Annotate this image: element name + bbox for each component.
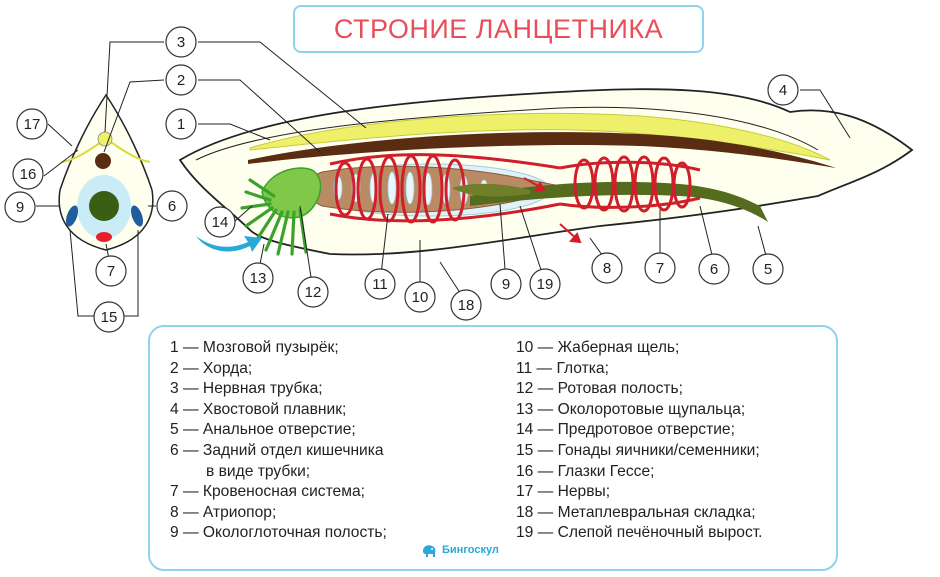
legend-item: 18 — Метаплевральная складка; <box>516 503 756 521</box>
marker-9: 9 <box>490 268 522 300</box>
legend-item: в виде трубки; <box>206 462 311 480</box>
legend-column-left: 1 — Мозговой пузырёк; 2 — Хорда; 3 — Нер… <box>170 338 500 544</box>
marker-15: 15 <box>93 301 125 333</box>
legend-item: 17 — Нервы; <box>516 483 611 501</box>
legend-item: 3 — Нервная трубка; <box>170 380 323 398</box>
svg-text:19: 19 <box>537 276 554 293</box>
brand-name: Бингоскул <box>442 544 499 556</box>
legend-item: 14 — Предротовое отверстие; <box>516 421 735 439</box>
gill-blood-vessels <box>329 153 561 224</box>
atriopore-arrows <box>523 177 582 244</box>
svg-text:7: 7 <box>656 260 664 277</box>
svg-text:16: 16 <box>20 166 37 183</box>
marker-12: 12 <box>297 276 329 308</box>
svg-text:9: 9 <box>16 199 24 216</box>
number-markers: 3 2 1 4 5 6 7 8 19 9 18 10 11 12 13 14 1… <box>4 26 799 333</box>
marker-4: 4 <box>767 74 799 106</box>
water-flow-arrow <box>196 236 262 252</box>
svg-text:1: 1 <box>177 116 185 133</box>
cross-section-notochord <box>95 153 111 169</box>
svg-text:2: 2 <box>177 72 185 89</box>
svg-text:14: 14 <box>212 214 229 231</box>
cross-section-pharynx <box>89 191 119 221</box>
svg-text:9: 9 <box>502 276 510 293</box>
marker-6-cross: 6 <box>156 190 188 222</box>
svg-text:13: 13 <box>250 270 267 287</box>
svg-text:6: 6 <box>710 261 718 278</box>
marker-10: 10 <box>404 281 436 313</box>
title-box: СТРОНИЕ ЛАНЦЕТНИКА <box>293 5 704 53</box>
legend-item: 10 — Жаберная щель; <box>516 339 680 356</box>
svg-text:6: 6 <box>168 198 176 215</box>
legend-item: 6 — Задний отдел кишечника <box>170 441 384 459</box>
legend-item: 9 — Окологлоточная полость; <box>170 524 387 542</box>
legend-item: 16 — Глазки Гессе; <box>516 462 655 480</box>
legend-item: 15 — Гонады яичники/семенники; <box>516 441 760 459</box>
oral-cavity <box>261 167 322 219</box>
svg-text:7: 7 <box>107 263 115 280</box>
legend-item: 7 — Кровеносная система; <box>170 483 365 501</box>
marker-2: 2 <box>165 64 197 96</box>
marker-7-cross: 7 <box>95 255 127 287</box>
cross-section-gonad-right <box>130 205 144 227</box>
marker-8: 8 <box>591 252 623 284</box>
gut-shape <box>470 181 768 222</box>
marker-6: 6 <box>698 253 730 285</box>
legend-column-right: 10 — Жаберная щель; 11 — Глотка; 12 — Ро… <box>516 338 836 544</box>
legend-item: 13 — Околоротовые щупальца; <box>516 400 746 418</box>
svg-text:12: 12 <box>305 284 322 301</box>
marker-13: 13 <box>242 262 274 294</box>
svg-text:4: 4 <box>779 82 787 99</box>
svg-text:15: 15 <box>101 309 118 326</box>
nerve-tube-shape <box>249 112 831 161</box>
svg-text:5: 5 <box>764 261 772 278</box>
marker-7: 7 <box>644 252 676 284</box>
marker-18: 18 <box>450 289 482 321</box>
cross-section-vessel <box>96 232 112 242</box>
legend-item: 1 — Мозговой пузырёк; <box>170 339 339 356</box>
svg-text:8: 8 <box>603 260 611 277</box>
svg-text:11: 11 <box>372 276 388 293</box>
marker-11: 11 <box>364 268 396 300</box>
legend-item: 11 — Глотка; <box>516 359 609 377</box>
legend-item: 4 — Хвостовой плавник; <box>170 400 347 418</box>
svg-text:18: 18 <box>458 297 475 314</box>
marker-3: 3 <box>165 26 197 58</box>
legend-item: 8 — Атриопор; <box>170 503 277 521</box>
legend-item: 12 — Ротовая полость; <box>516 380 683 398</box>
notochord-shape <box>248 132 836 168</box>
marker-17: 17 <box>16 108 48 140</box>
marker-5: 5 <box>752 253 784 285</box>
diagram-title: СТРОНИЕ ЛАНЦЕТНИКА <box>333 13 664 44</box>
marker-9-cross: 9 <box>4 191 36 223</box>
svg-text:3: 3 <box>177 34 185 51</box>
legend-item: 5 — Анальное отверстие; <box>170 421 356 439</box>
legend-item: 19 — Слепой печёночный вырост. <box>516 524 763 542</box>
brand-logo: Бингоскул <box>420 541 499 559</box>
legend-box: 1 — Мозговой пузырёк; 2 — Хорда; 3 — Нер… <box>148 325 838 571</box>
marker-14: 14 <box>204 206 236 238</box>
svg-text:10: 10 <box>412 289 429 306</box>
elephant-icon <box>423 545 436 557</box>
marker-1: 1 <box>165 108 197 140</box>
cross-section-gonad-left <box>65 205 79 227</box>
svg-text:17: 17 <box>24 116 41 133</box>
hepatic-outgrowth <box>452 183 530 197</box>
body-fin-line <box>195 106 819 161</box>
lancelet-body <box>178 88 914 256</box>
cross-section-nerve-tube <box>97 131 113 147</box>
legend-item: 2 — Хорда; <box>170 359 253 377</box>
marker-16: 16 <box>12 158 44 190</box>
cross-section <box>58 93 154 251</box>
marker-19: 19 <box>529 268 561 300</box>
body-blood-vessels <box>559 155 701 213</box>
